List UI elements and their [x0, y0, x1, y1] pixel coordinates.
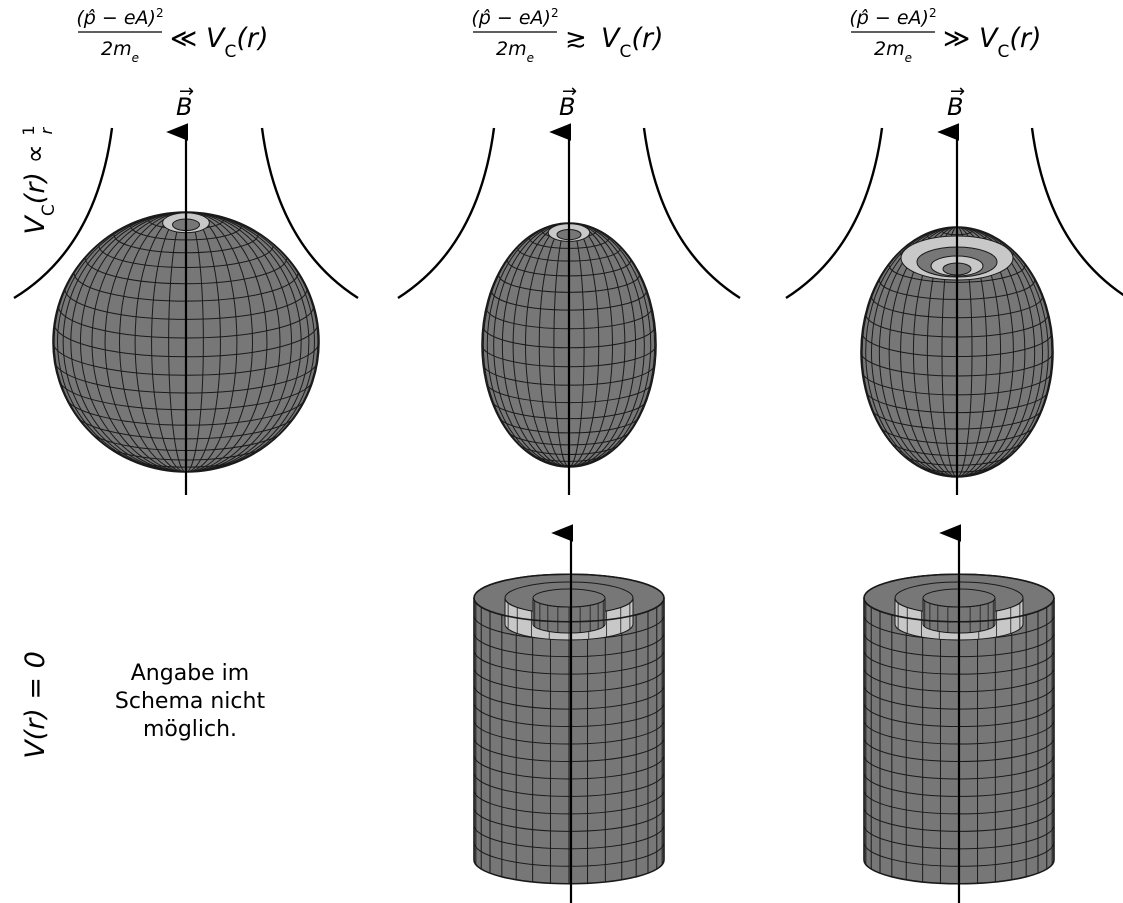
note-text: Angabe im Schema nicht möglich.	[115, 661, 266, 742]
row-label-free: V(r) = 0	[20, 651, 51, 759]
svg-text:→: →	[179, 81, 194, 102]
svg-text:VC(r): VC(r)	[206, 23, 269, 62]
svg-text:≳: ≳	[565, 24, 587, 54]
svg-text:(p̂ − eA)2: (p̂ − eA)2	[849, 6, 936, 29]
svg-text:VC(r): VC(r)	[601, 23, 664, 62]
svg-text:VC(r): VC(r)	[979, 23, 1042, 62]
potential-curve-col3-left	[786, 128, 882, 298]
note-line-3: möglich.	[143, 717, 237, 742]
svg-text:2me: 2me	[874, 38, 912, 65]
svg-text:V(r) = 0: V(r) = 0	[20, 651, 51, 759]
potential-curve-col2-left	[398, 128, 494, 298]
potential-curve-col2-right	[644, 128, 740, 298]
header-col2: (p̂ − eA)2 2me ≳ VC(r)	[471, 6, 663, 65]
row-label-coulomb: VC(r) ∝ 1r	[19, 125, 59, 234]
header-col3: (p̂ − eA)2 2me ≫ VC(r)	[849, 6, 1041, 65]
note-line-2: Schema nicht	[115, 689, 266, 714]
svg-text:≫: ≫	[943, 24, 970, 54]
svg-text:2me: 2me	[101, 38, 139, 65]
svg-text:2me: 2me	[496, 38, 534, 65]
potential-curve-col3-right	[1032, 128, 1123, 298]
svg-text:(p̂ − eA)2: (p̂ − eA)2	[471, 6, 558, 29]
surface-cylinder-col2	[474, 574, 664, 884]
svg-text:≪: ≪	[170, 24, 197, 54]
field-labels: B B B → → →	[176, 81, 965, 121]
svg-text:→: →	[950, 81, 965, 102]
header-col1: (p̂ − eA)2 2me ≪ VC(r)	[76, 6, 268, 65]
svg-text:→: →	[562, 81, 577, 102]
svg-text:VC(r) ∝ 1r: VC(r) ∝ 1r	[19, 125, 59, 234]
note-line-1: Angabe im	[131, 661, 249, 686]
svg-text:(p̂ − eA)2: (p̂ − eA)2	[76, 6, 163, 29]
